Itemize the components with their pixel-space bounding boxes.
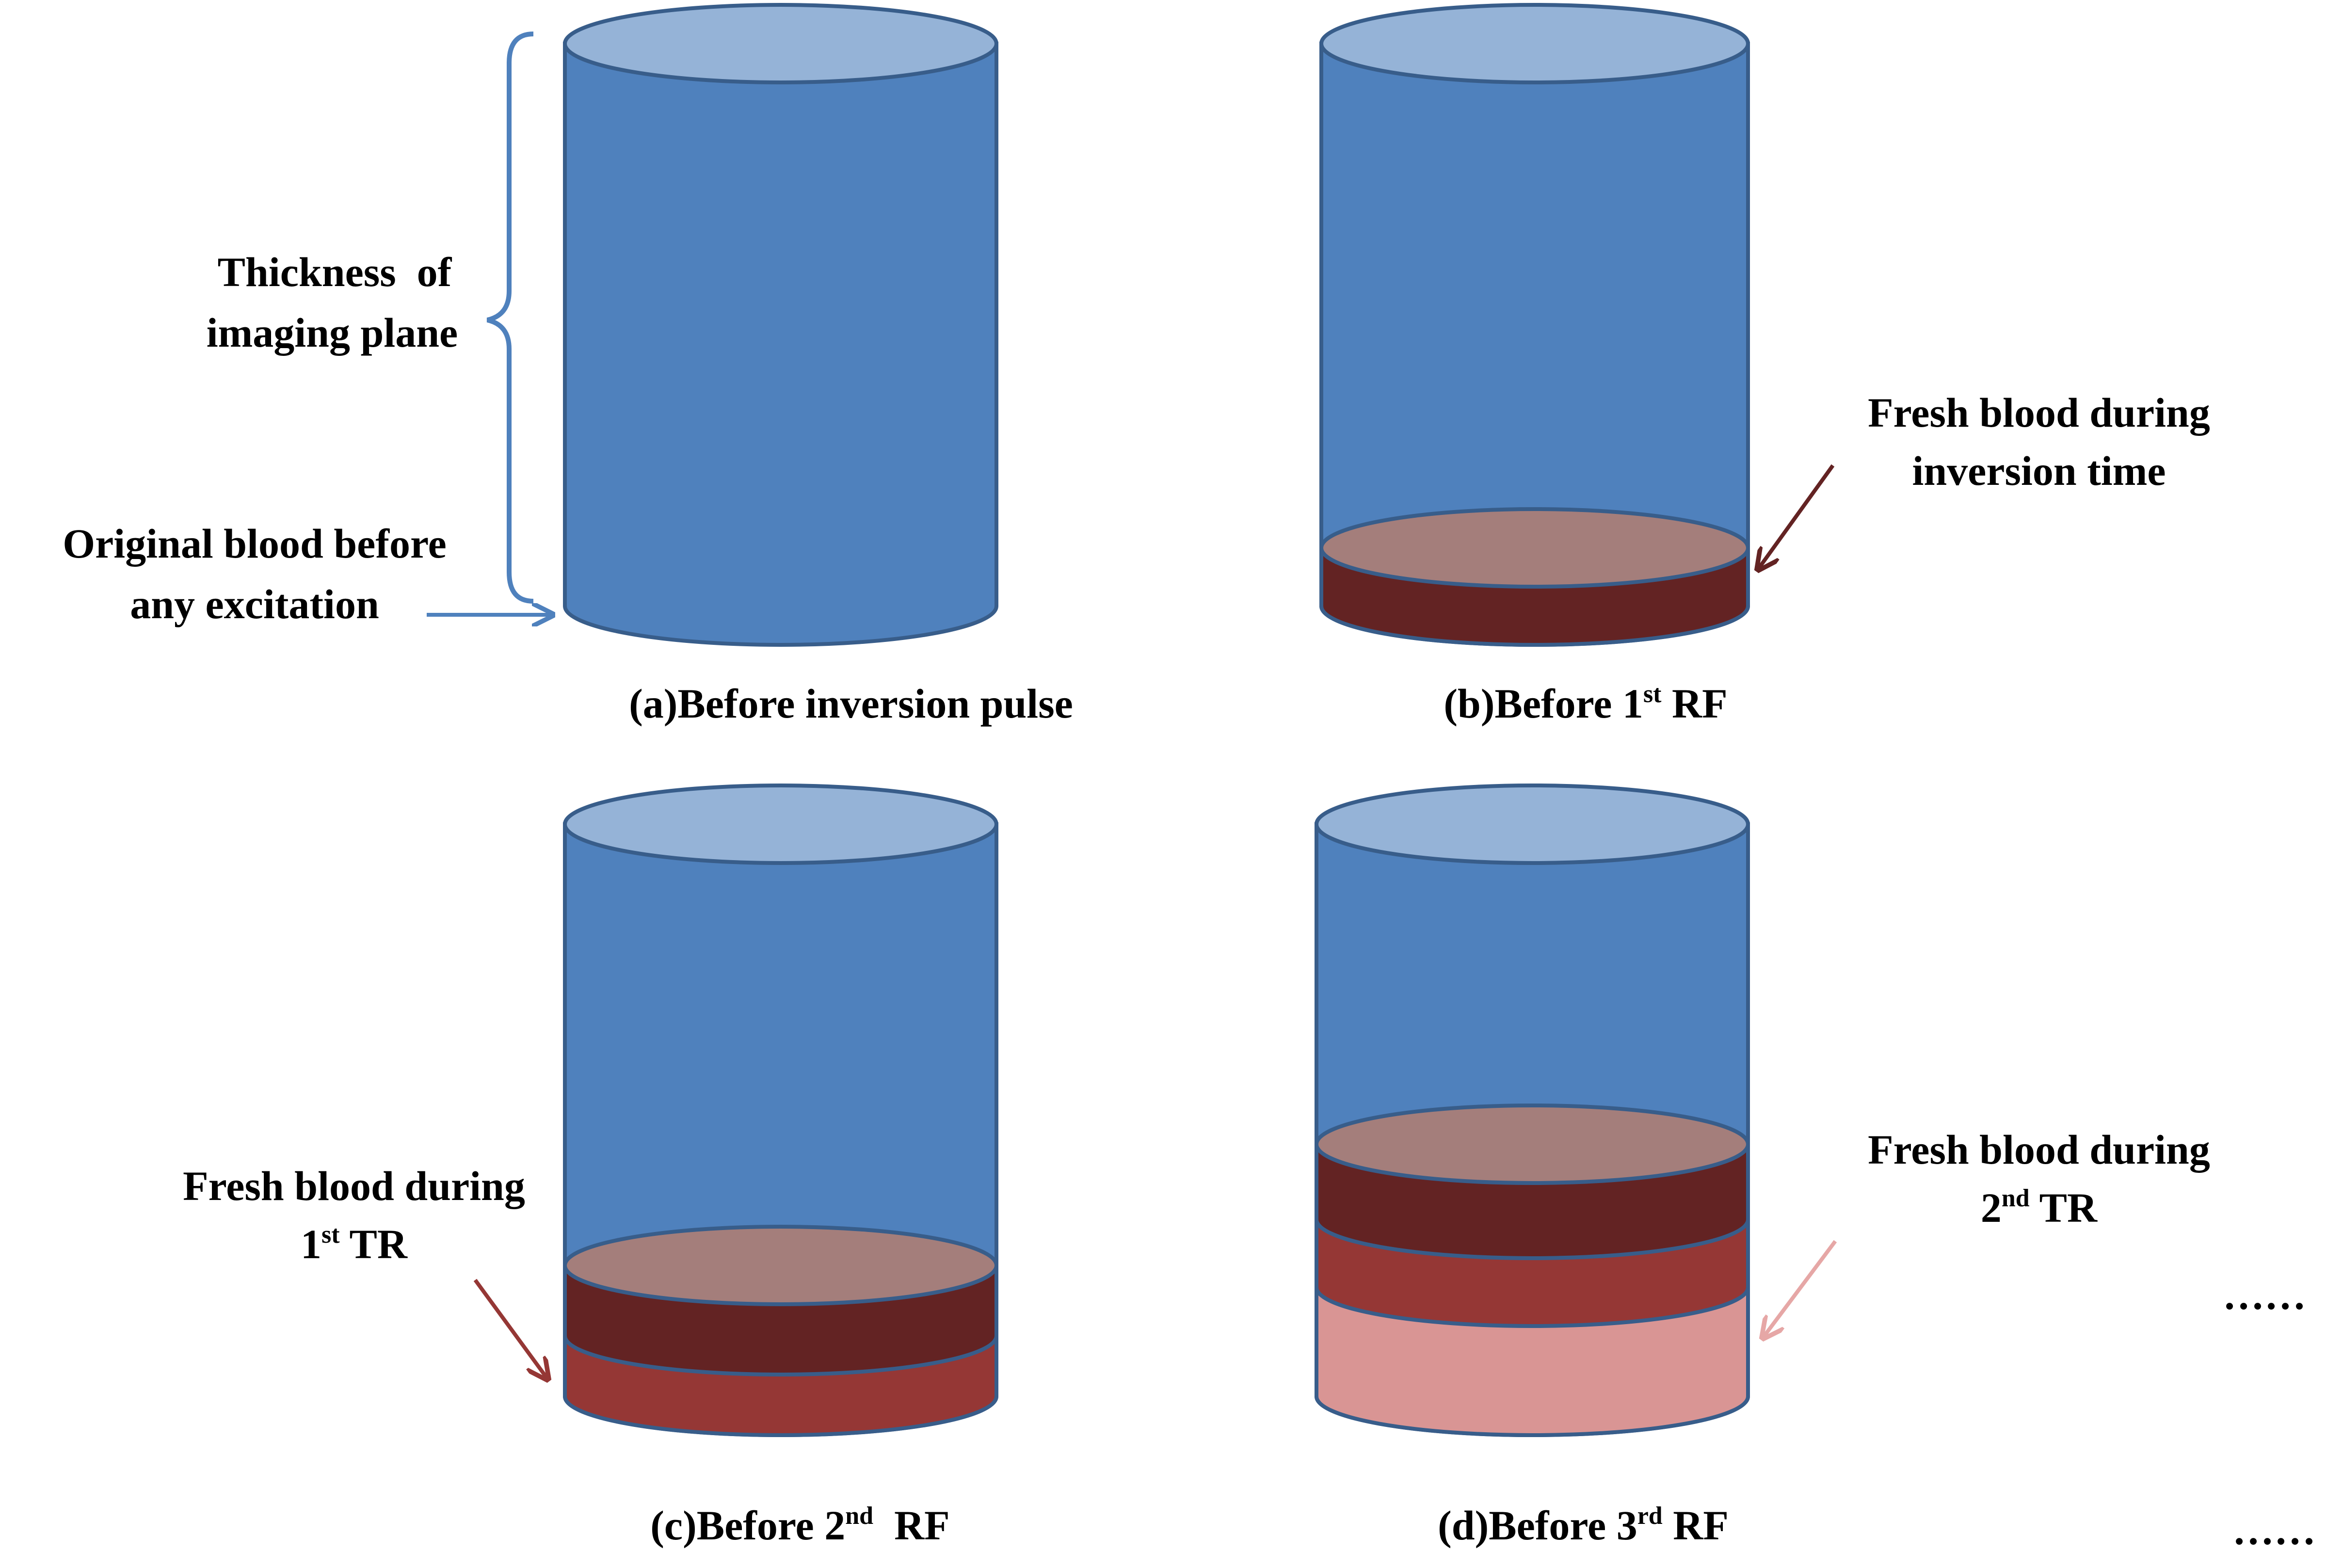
caption-d-sup: rd	[1637, 1502, 1663, 1530]
fresh-1st-tr-label-sup: st	[321, 1221, 340, 1248]
fresh-2nd-tr-label-line2: 2nd TR	[1981, 1184, 2098, 1231]
thickness-bracket	[486, 32, 534, 604]
fresh-2nd-tr-label-line1: Fresh blood during	[1868, 1126, 2210, 1173]
original-blood-label-line1: Original blood before	[63, 520, 447, 567]
caption-b-sup: st	[1643, 680, 1662, 708]
fresh-2nd-tr-label-suffix: TR	[2030, 1184, 2098, 1231]
fresh-layer-d-top	[1315, 1104, 1750, 1185]
caption-c-suffix: RF	[873, 1502, 950, 1549]
panel-c: Fresh blood during 1st TR (c)Before 2nd …	[183, 784, 998, 1549]
cylinder-c-top	[563, 784, 998, 865]
caption-b: (b)Before 1st RF	[1444, 680, 1727, 727]
original-blood-label-line2: any excitation	[130, 581, 379, 627]
cylinder-b-top	[1319, 3, 1750, 84]
cylinder-d	[1315, 784, 1750, 1437]
caption-b-suffix: RF	[1662, 680, 1728, 727]
caption-c: (c)Before 2nd RF	[650, 1502, 949, 1549]
fresh-2nd-tr-label-prefix: 2	[1981, 1184, 2002, 1231]
cylinder-b	[1319, 3, 1750, 647]
fresh-inversion-label-line2: inversion time	[1912, 448, 2166, 494]
panel-b: Fresh blood during inversion time (b)Bef…	[1319, 3, 2210, 727]
caption-b-prefix: (b)Before 1	[1444, 680, 1643, 727]
fresh-inversion-label-line1: Fresh blood during	[1868, 389, 2210, 436]
cylinder-d-top	[1315, 784, 1750, 865]
caption-c-sup: nd	[845, 1502, 873, 1530]
caption-a: (a)Before inversion pulse	[629, 680, 1073, 727]
cylinder-a-body	[563, 42, 998, 647]
caption-d: (d)Before 3rd RF	[1438, 1502, 1729, 1549]
caption-c-prefix: (c)Before 2	[650, 1502, 845, 1549]
fresh-1st-tr-label-line1: Fresh blood during	[183, 1163, 525, 1209]
thickness-label-line1: Thickness of	[218, 249, 452, 295]
fresh-layer-c-top	[563, 1225, 998, 1306]
ellipsis-lower: ……	[2232, 1507, 2316, 1553]
fresh-2nd-tr-arrow	[1763, 1240, 1837, 1338]
cylinder-c	[563, 784, 998, 1437]
fresh-1st-tr-label-suffix: TR	[340, 1221, 408, 1267]
fresh-layer-inversion-top	[1319, 507, 1750, 589]
ellipsis-upper: ……	[2223, 1272, 2306, 1318]
fresh-inversion-arrow	[1758, 464, 1835, 570]
fresh-layer-d-light	[1315, 1285, 1750, 1437]
panel-a: Thickness of imaging plane Original bloo…	[63, 3, 1073, 727]
fresh-2nd-tr-label-sup: nd	[2002, 1184, 2030, 1212]
fresh-1st-tr-label-line2: 1st TR	[301, 1221, 408, 1267]
panel-d: Fresh blood during 2nd TR …… …… (d)Befor…	[1315, 784, 2316, 1553]
caption-d-suffix: RF	[1663, 1502, 1729, 1549]
thickness-label-line2: imaging plane	[207, 309, 458, 356]
cylinder-a	[563, 3, 998, 647]
fresh-1st-tr-arrow	[473, 1279, 548, 1379]
cylinder-a-top	[563, 3, 998, 84]
caption-d-prefix: (d)Before 3	[1438, 1502, 1637, 1549]
fresh-1st-tr-label-prefix: 1	[301, 1221, 321, 1267]
